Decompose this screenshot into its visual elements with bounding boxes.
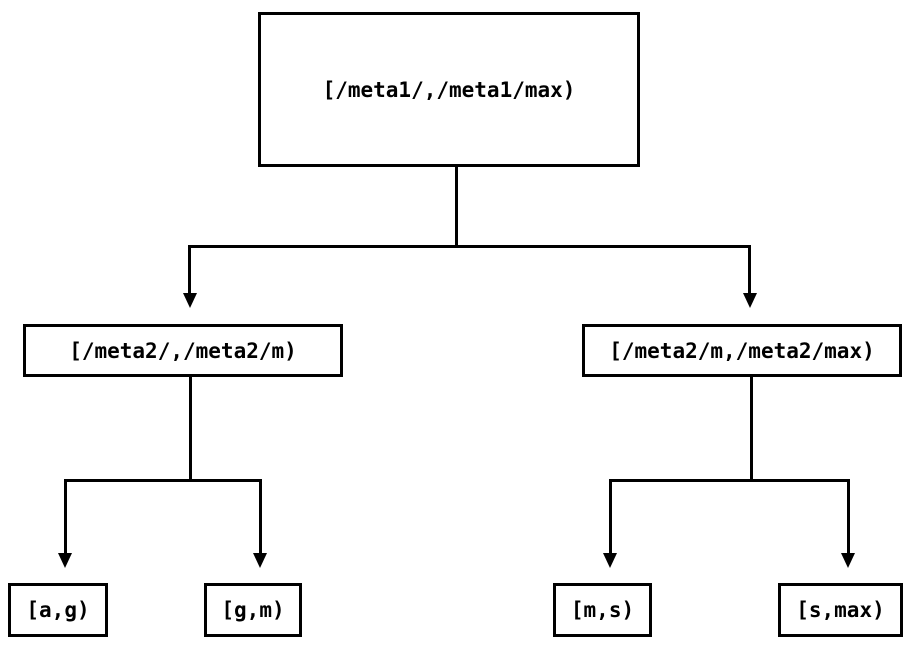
- arrow-down-icon: [841, 553, 855, 568]
- arrow-down-icon: [58, 553, 72, 568]
- edge-meta2-left-to-leaf-ag: [64, 479, 67, 553]
- edge-meta2-right-to-leaf-ms: [609, 479, 612, 553]
- edge-meta2-right-stem: [750, 377, 753, 482]
- node-root-label: [/meta1/,/meta1/max): [322, 77, 576, 102]
- node-root-meta1-range: [/meta1/,/meta1/max): [258, 12, 640, 167]
- arrow-down-icon: [253, 553, 267, 568]
- node-meta2-left-label: [/meta2/,/meta2/m): [69, 338, 297, 363]
- edge-root-stem: [455, 167, 458, 248]
- node-leaf-gm: [g,m): [204, 583, 302, 637]
- arrow-down-icon: [183, 293, 197, 308]
- edge-root-to-meta2-left: [188, 245, 191, 294]
- node-meta2-right-label: [/meta2/m,/meta2/max): [609, 338, 875, 363]
- node-leaf-smax: [s,max): [778, 583, 903, 637]
- node-meta2-right-range: [/meta2/m,/meta2/max): [582, 324, 902, 377]
- arrow-down-icon: [603, 553, 617, 568]
- edge-meta2-left-to-leaf-gm: [259, 479, 262, 553]
- node-leaf-ms: [m,s): [553, 583, 652, 637]
- node-leaf-ag: [a,g): [8, 583, 108, 637]
- node-leaf-gm-label: [g,m): [221, 598, 285, 622]
- edge-meta2-left-stem: [189, 377, 192, 482]
- arrow-down-icon: [743, 293, 757, 308]
- edge-level1-horizontal: [188, 245, 751, 248]
- edge-root-to-meta2-right: [748, 245, 751, 294]
- node-leaf-ag-label: [a,g): [26, 598, 90, 622]
- edge-level2-right-horizontal: [609, 479, 850, 482]
- node-leaf-smax-label: [s,max): [796, 598, 885, 622]
- node-meta2-left-range: [/meta2/,/meta2/m): [23, 324, 343, 377]
- edge-meta2-right-to-leaf-smax: [847, 479, 850, 553]
- node-leaf-ms-label: [m,s): [570, 598, 635, 622]
- edge-level2-left-horizontal: [64, 479, 262, 482]
